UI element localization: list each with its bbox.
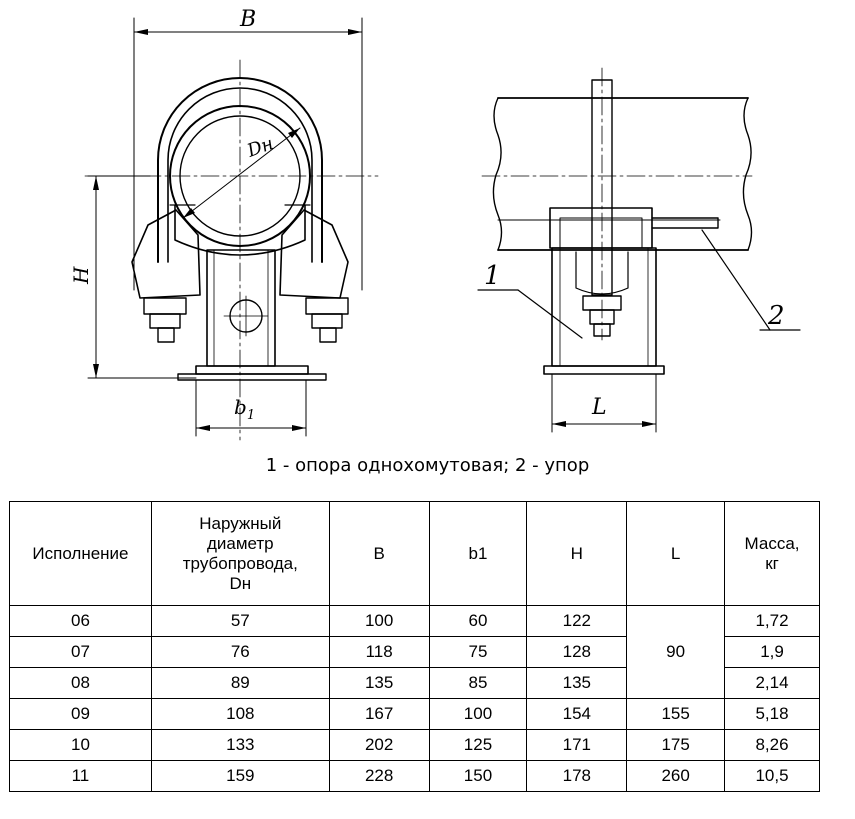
cell-h: 135 <box>526 667 628 699</box>
cell-b1: 125 <box>428 729 528 761</box>
cell-version: 08 <box>9 667 152 699</box>
side-view: 1 2 L <box>477 67 801 433</box>
cell-mass: 1,72 <box>724 605 820 637</box>
header-l: L <box>626 501 726 606</box>
cell-version: 10 <box>9 729 152 761</box>
cell-l-merged: 90 <box>626 605 726 699</box>
header-mass: Масса, кг <box>724 501 820 606</box>
table-row: 06 57 100 60 122 90 1,72 <box>9 605 820 699</box>
header-outer-diameter: Наружный диаметр трубопровода, Dн <box>150 501 330 606</box>
header-b: B <box>328 501 430 606</box>
cell-version: 11 <box>9 760 152 792</box>
label-b-dimension: B <box>239 7 256 32</box>
cell-version: 09 <box>9 698 152 730</box>
cell-mass: 2,14 <box>724 667 820 699</box>
cell-b1: 85 <box>428 667 528 699</box>
label-h-dimension: H <box>69 266 93 285</box>
cell-b: 202 <box>328 729 430 761</box>
label-dn: Dн <box>244 133 277 162</box>
label-l-dimension: L <box>591 395 607 420</box>
cell-b: 228 <box>328 760 430 792</box>
cell-h: 122 <box>526 605 628 637</box>
table-header-row: Исполнение Наружный диаметр трубопровода… <box>9 501 820 606</box>
cell-mass: 5,18 <box>724 698 820 730</box>
cell-mass: 8,26 <box>724 729 820 761</box>
dimension-b1: b1 <box>195 379 307 437</box>
dimension-l: L <box>551 373 657 433</box>
cell-b: 100 <box>328 605 430 637</box>
specification-table: Исполнение Наружный диаметр трубопровода… <box>9 501 820 792</box>
cell-dn: 89 <box>150 667 330 699</box>
table-row: 09 108 167 100 154 155 5,18 <box>9 698 820 730</box>
cell-version: 07 <box>9 636 152 668</box>
cell-dn: 133 <box>150 729 330 761</box>
header-b1: b1 <box>428 501 528 606</box>
cell-b1: 100 <box>428 698 528 730</box>
label-part-2: 2 <box>767 301 785 331</box>
header-version: Исполнение <box>9 501 152 606</box>
technical-drawing: B Dн <box>69 7 801 441</box>
cell-h: 178 <box>526 760 628 792</box>
cell-l: 175 <box>626 729 726 761</box>
cell-mass: 10,5 <box>724 760 820 792</box>
cell-h: 128 <box>526 636 628 668</box>
cell-b1: 60 <box>428 605 528 637</box>
cell-b: 167 <box>328 698 430 730</box>
cell-h: 154 <box>526 698 628 730</box>
cell-dn: 76 <box>150 636 330 668</box>
table-row: 10 133 202 125 171 175 8,26 <box>9 729 820 761</box>
table-row: 11 159 228 150 178 260 10,5 <box>9 760 820 792</box>
cell-h: 171 <box>526 729 628 761</box>
figure-caption: 1 - опора однохомутовая; 2 - упор <box>265 455 590 476</box>
dimension-h: H <box>69 175 197 379</box>
cell-dn: 57 <box>150 605 330 637</box>
cell-b1: 150 <box>428 760 528 792</box>
pipe-circle <box>169 105 311 247</box>
cell-b: 118 <box>328 636 430 668</box>
label-b1-main: b <box>234 395 247 419</box>
svg-text:b1: b1 <box>234 395 255 423</box>
cell-mass: 1,9 <box>724 636 820 668</box>
cell-b: 135 <box>328 667 430 699</box>
cell-b1: 75 <box>428 636 528 668</box>
label-part-1: 1 <box>484 261 501 291</box>
cell-l: 155 <box>626 698 726 730</box>
cell-dn: 159 <box>150 760 330 792</box>
dimension-b: B <box>133 7 363 291</box>
header-h: H <box>526 501 628 606</box>
front-view: B Dн <box>69 7 379 441</box>
cell-l: 260 <box>626 760 726 792</box>
cell-dn: 108 <box>150 698 330 730</box>
cell-version: 06 <box>9 605 152 637</box>
label-b1-sub: 1 <box>247 408 255 423</box>
